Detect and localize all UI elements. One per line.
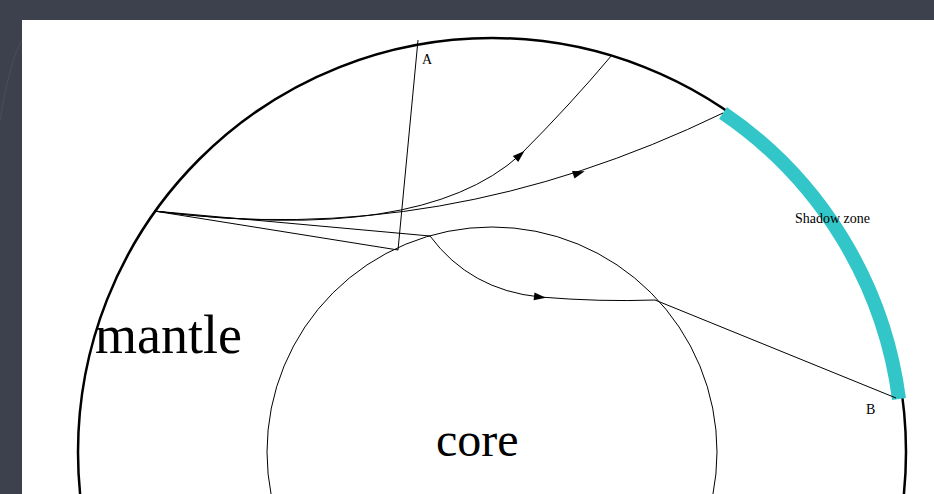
- arrowhead: [572, 167, 586, 178]
- point-label: A: [422, 53, 432, 67]
- seismic-ray: [154, 113, 723, 220]
- slide-ornament: [0, 40, 22, 120]
- arrowhead: [513, 148, 527, 162]
- seismic-ray: [398, 40, 418, 250]
- arrowhead: [534, 292, 547, 301]
- shadow-zone-band: [723, 113, 899, 399]
- region-label: mantle: [95, 308, 242, 362]
- core-outline: [267, 227, 717, 494]
- earth-outline: [78, 38, 906, 494]
- point-label: B: [866, 403, 875, 417]
- seismic-ray: [154, 211, 398, 250]
- white-panel: [22, 20, 934, 494]
- seismic-ray: [154, 211, 896, 398]
- zone-label: Shadow zone: [795, 212, 870, 226]
- region-label: core: [436, 416, 519, 464]
- seismic-ray: [154, 55, 612, 220]
